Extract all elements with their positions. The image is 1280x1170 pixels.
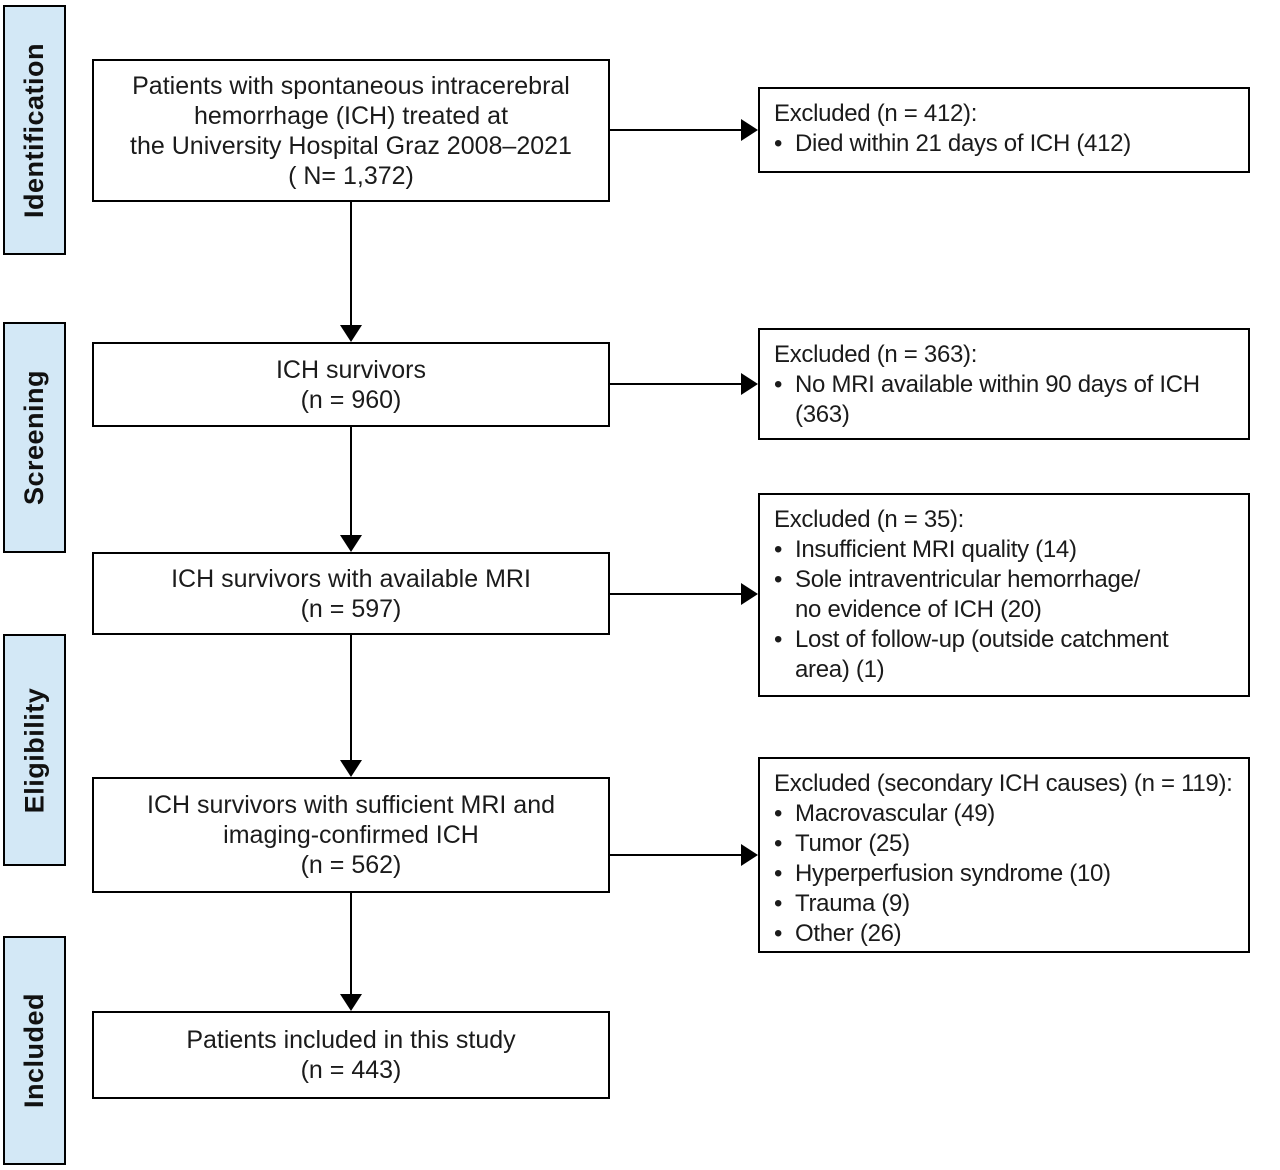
exclusion-title: Excluded (n = 412): — [774, 100, 978, 127]
flow-box-text-line: Patients with spontaneous intracerebral — [132, 71, 570, 100]
exclusion-item-text: Hyperperfusion syndrome (10) — [795, 860, 1111, 887]
arrow-down-line-2 — [350, 427, 352, 535]
arrow-right-line-3 — [610, 593, 742, 595]
exclusion-item-text: Died within 21 days of ICH (412) — [795, 130, 1131, 157]
exclusion-box-mri-quality: Excluded (n = 35): • Insufficient MRI qu… — [758, 493, 1250, 697]
flow-box-included-patients: Patients included in this study (n = 443… — [92, 1011, 610, 1099]
flow-box-text-line: the University Hospital Graz 2008–2021 — [130, 131, 572, 160]
bullet-icon: • — [774, 130, 783, 157]
flow-box-count: (n = 562) — [300, 851, 402, 879]
exclusion-item-text: Tumor (25) — [795, 830, 910, 857]
flow-box-source-patients: Patients with spontaneous intracerebral … — [92, 59, 610, 202]
bullet-icon: • — [774, 800, 783, 827]
arrow-right-head-icon — [741, 119, 758, 141]
exclusion-item: • Insufficient MRI quality (14) — [774, 535, 1240, 565]
flow-box-survivors-with-mri: ICH survivors with available MRI (n = 59… — [92, 552, 610, 635]
arrow-down-head-icon — [340, 325, 362, 342]
exclusion-item: • Died within 21 days of ICH (412) — [774, 129, 1240, 159]
exclusion-item-text: no evidence of ICH (20) — [795, 596, 1042, 623]
exclusion-item-text: (363) — [795, 401, 850, 428]
arrow-right-line-4 — [610, 854, 742, 856]
exclusion-title: Excluded (secondary ICH causes) (n = 119… — [774, 770, 1233, 797]
exclusion-item-text: Macrovascular (49) — [795, 800, 995, 827]
exclusion-item-text: Insufficient MRI quality (14) — [795, 536, 1077, 563]
stage-box-included: Included — [3, 936, 66, 1165]
stage-label-eligibility: Eligibility — [19, 687, 50, 813]
flow-box-text-line: hemorrhage (ICH) treated at — [193, 101, 509, 130]
flow-box-text-line: ICH survivors with sufficient MRI and — [147, 791, 555, 819]
flow-box-text-line: Patients included in this study — [186, 1026, 516, 1054]
exclusion-item: • Tumor (25) — [774, 829, 1240, 859]
exclusion-item: • No MRI available within 90 days of ICH… — [774, 370, 1240, 430]
arrow-down-line-3 — [350, 635, 352, 760]
exclusion-item-text: Sole intraventricular hemorrhage/ — [795, 566, 1140, 593]
exclusion-item: • Macrovascular (49) — [774, 799, 1240, 829]
flow-box-survivors-sufficient-mri: ICH survivors with sufficient MRI and im… — [92, 777, 610, 893]
flow-box-count: (n = 597) — [300, 594, 402, 623]
bullet-icon: • — [774, 830, 783, 857]
stage-label-included: Included — [19, 992, 50, 1109]
flow-box-count: (n = 960) — [300, 385, 402, 414]
arrow-down-head-icon — [340, 994, 362, 1011]
arrow-right-head-icon — [741, 583, 758, 605]
exclusion-item-text: Other (26) — [795, 920, 902, 947]
bullet-icon: • — [774, 890, 783, 917]
arrow-down-head-icon — [340, 535, 362, 552]
arrow-right-head-icon — [741, 373, 758, 395]
bullet-icon: • — [774, 566, 783, 593]
flow-box-text-line: imaging-confirmed ICH — [223, 821, 479, 849]
stage-label-screening: Screening — [19, 369, 50, 506]
exclusion-item: • Sole intraventricular hemorrhage/ no e… — [774, 565, 1240, 625]
arrow-right-line-1 — [610, 129, 742, 131]
flow-box-text-line: ICH survivors with available MRI — [171, 564, 531, 593]
bullet-icon: • — [774, 371, 783, 398]
stage-box-screening: Screening — [3, 322, 66, 553]
exclusion-item-text: Trauma (9) — [795, 890, 910, 917]
stage-box-identification: Identification — [3, 5, 66, 255]
arrow-right-head-icon — [741, 844, 758, 866]
exclusion-title: Excluded (n = 35): — [774, 506, 965, 533]
stage-label-identification: Identification — [19, 42, 49, 218]
flow-box-ich-survivors: ICH survivors (n = 960) — [92, 342, 610, 427]
arrow-down-line-1 — [350, 202, 352, 325]
exclusion-item-text: area) (1) — [795, 656, 885, 683]
flow-box-count: ( N= 1,372) — [288, 161, 414, 190]
exclusion-item-text: Lost of follow-up (outside catchment — [795, 626, 1169, 653]
bullet-icon: • — [774, 536, 783, 563]
bullet-icon: • — [774, 920, 783, 947]
bullet-icon: • — [774, 860, 783, 887]
flow-box-text-line: ICH survivors — [275, 355, 426, 384]
arrow-down-line-4 — [350, 893, 352, 994]
arrow-right-line-2 — [610, 383, 742, 385]
stage-box-eligibility: Eligibility — [3, 634, 66, 866]
arrow-down-head-icon — [340, 760, 362, 777]
exclusion-title: Excluded (n = 363): — [774, 341, 978, 368]
exclusion-item: • Hyperperfusion syndrome (10) — [774, 859, 1240, 889]
exclusion-item: • Other (26) — [774, 919, 1240, 949]
bullet-icon: • — [774, 626, 783, 653]
exclusion-item: • Lost of follow-up (outside catchment a… — [774, 625, 1240, 685]
exclusion-item-text: No MRI available within 90 days of ICH — [795, 371, 1200, 398]
flow-box-count: (n = 443) — [300, 1056, 402, 1084]
exclusion-box-secondary-causes: Excluded (secondary ICH causes) (n = 119… — [758, 757, 1250, 953]
exclusion-item: • Trauma (9) — [774, 889, 1240, 919]
exclusion-box-no-mri: Excluded (n = 363): • No MRI available w… — [758, 328, 1250, 440]
exclusion-box-died: Excluded (n = 412): • Died within 21 day… — [758, 87, 1250, 173]
